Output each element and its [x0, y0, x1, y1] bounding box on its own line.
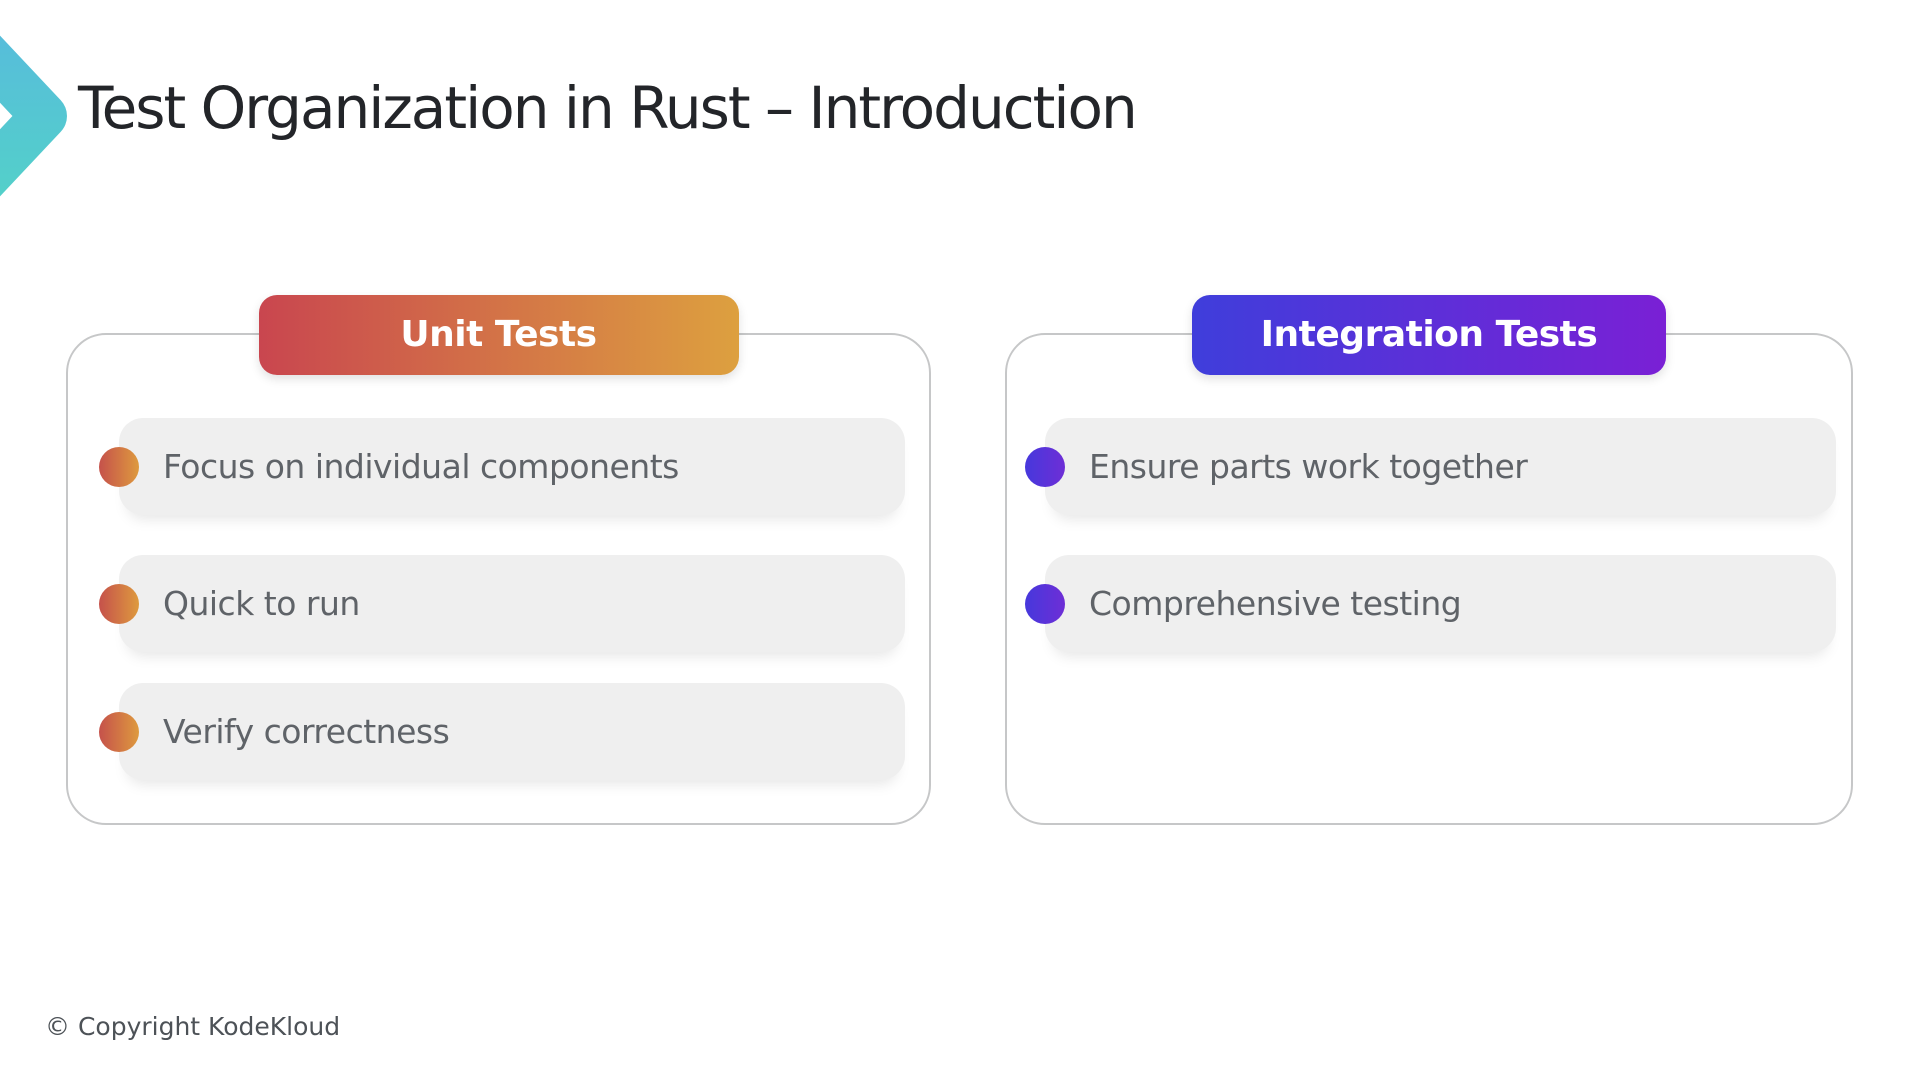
bullet-icon [99, 446, 139, 487]
integration-tests-header: Integration Tests [1192, 295, 1666, 375]
list-item-label: Focus on individual components [163, 447, 679, 486]
list-item: Verify correctness [99, 683, 905, 780]
integration-tests-card: Integration Tests Ensure parts work toge… [1005, 295, 1853, 825]
list-item: Quick to run [99, 555, 905, 652]
bullet-icon [1025, 446, 1065, 487]
bullet-icon [99, 583, 139, 624]
copyright-notice: © Copyright KodeKloud [45, 1012, 341, 1041]
list-item-label: Verify correctness [163, 712, 450, 751]
list-item: Comprehensive testing [1025, 555, 1836, 652]
unit-tests-card: Unit Tests Focus on individual component… [66, 295, 931, 825]
kodekloud-logo-icon [0, 35, 67, 197]
list-item: Ensure parts work together [1025, 418, 1836, 515]
list-item-label: Ensure parts work together [1089, 447, 1528, 486]
bullet-icon [1025, 583, 1065, 624]
unit-tests-header: Unit Tests [258, 295, 739, 375]
slide-title: Test Organization in Rust – Introduction [78, 74, 1138, 142]
bullet-icon [99, 711, 139, 752]
list-item: Focus on individual components [99, 418, 905, 515]
list-item-label: Comprehensive testing [1089, 584, 1462, 623]
list-item-label: Quick to run [163, 584, 360, 623]
